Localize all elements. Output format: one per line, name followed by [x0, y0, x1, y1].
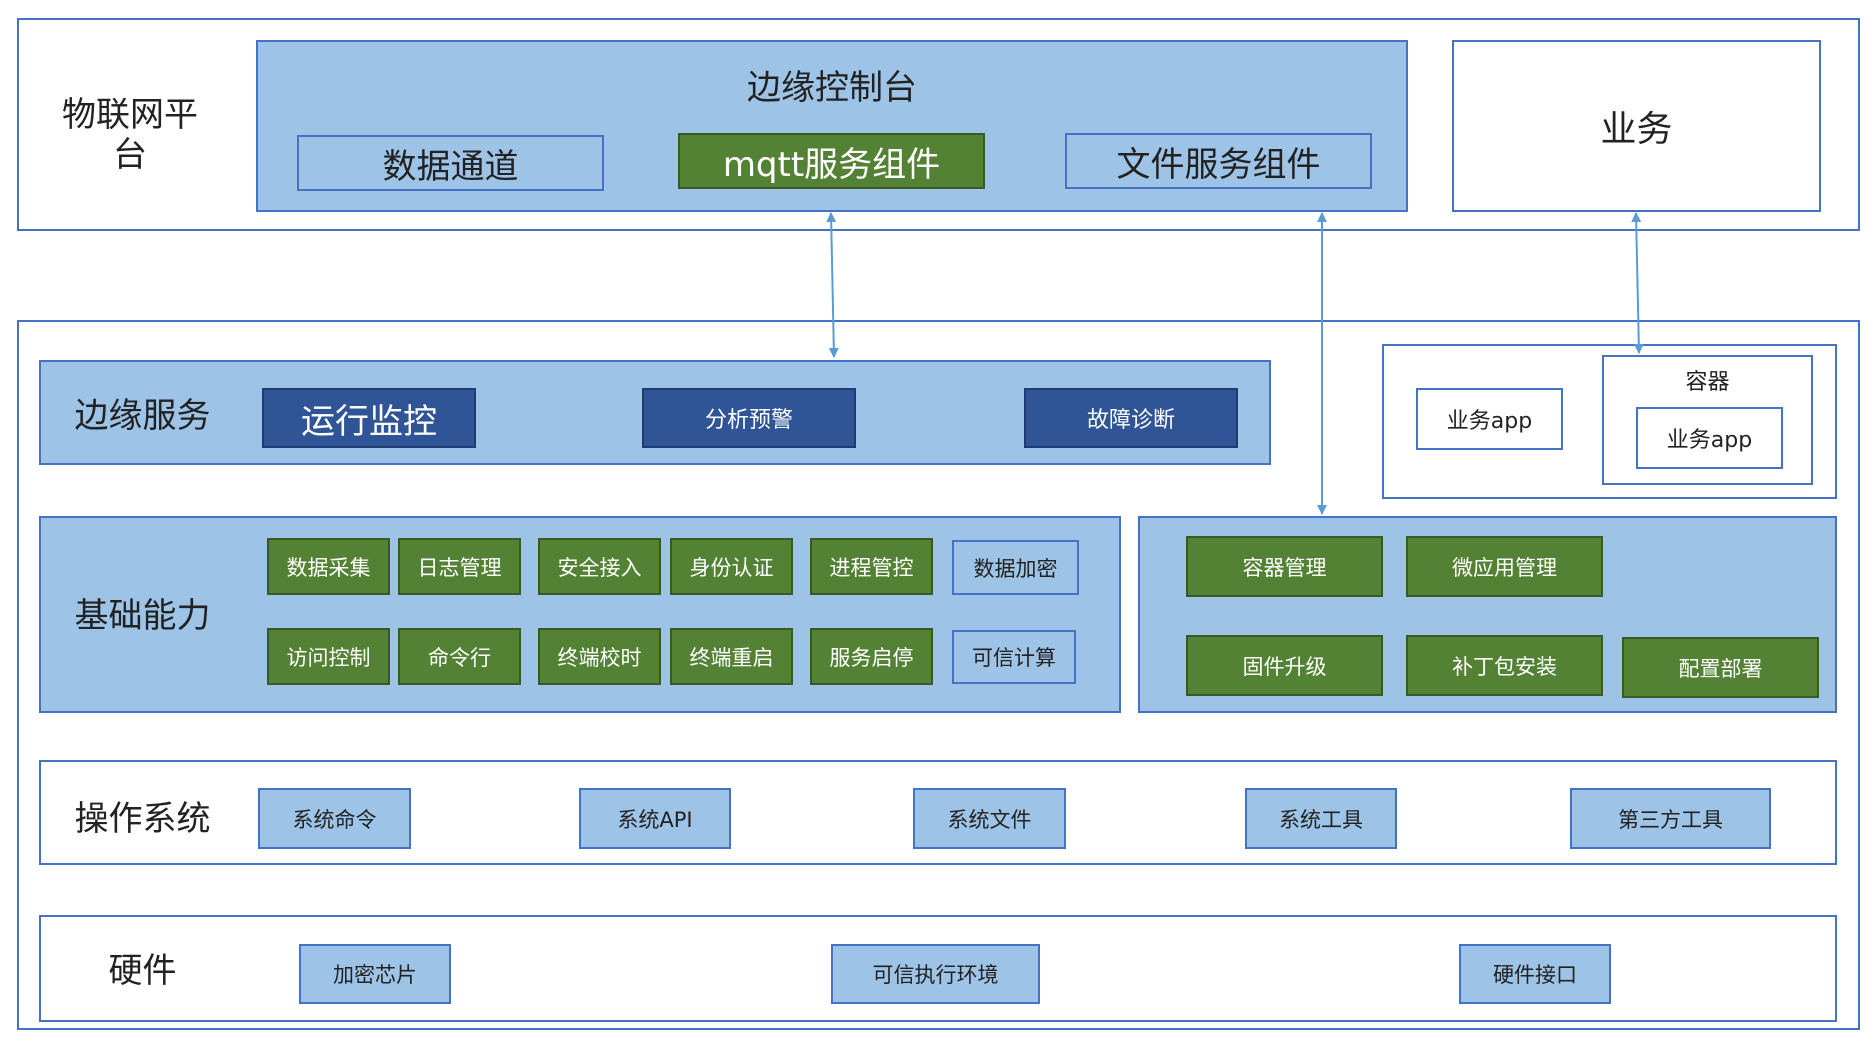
firmware-upgrade-box: 固件升级	[1186, 635, 1383, 696]
fault-diagnosis-box: 故障诊断	[1024, 388, 1238, 448]
micro-app-management-box: 微应用管理	[1406, 536, 1603, 597]
service-start-stop-box: 服务启停	[810, 628, 933, 685]
data-channel-box: 数据通道	[297, 135, 604, 191]
process-control-box: 进程管控	[810, 538, 933, 595]
time-sync-box: 终端校时	[538, 628, 661, 685]
access-control-box: 访问控制	[267, 628, 390, 685]
os-label: 操作系统	[74, 799, 211, 839]
arrow-business-container	[1631, 212, 1644, 354]
data-encryption-box: 数据加密	[952, 540, 1079, 595]
container-app-box: 业务app	[1636, 407, 1783, 469]
identity-auth-box: 身份认证	[670, 538, 793, 595]
data-collection-box: 数据采集	[267, 538, 390, 595]
log-management-box: 日志管理	[398, 538, 521, 595]
trusted-computing-box: 可信计算	[952, 630, 1076, 684]
system-api-box: 系统API	[579, 788, 731, 849]
container-management-box: 容器管理	[1186, 536, 1383, 597]
hardware-label: 硬件	[108, 951, 177, 991]
patch-install-box: 补丁包安装	[1406, 635, 1603, 696]
business-box: 业务	[1452, 40, 1821, 212]
analysis-alert-box: 分析预警	[642, 388, 856, 448]
iot-platform-label: 物联网平台	[62, 95, 198, 175]
hardware-interface-box: 硬件接口	[1459, 944, 1611, 1004]
business-app-box: 业务app	[1416, 388, 1563, 450]
mqtt-component-box: mqtt服务组件	[678, 133, 985, 189]
crypto-chip-box: 加密芯片	[299, 944, 451, 1004]
run-monitor-box: 运行监控	[262, 388, 476, 448]
tee-box: 可信执行环境	[831, 944, 1040, 1004]
third-party-tool-box: 第三方工具	[1570, 788, 1771, 849]
basic-capability-label: 基础能力	[74, 596, 211, 636]
system-file-box: 系统文件	[913, 788, 1066, 849]
container-title: 容器	[1685, 369, 1730, 395]
config-deploy-box: 配置部署	[1622, 637, 1819, 698]
command-line-box: 命令行	[398, 628, 521, 685]
system-command-box: 系统命令	[258, 788, 411, 849]
secure-access-box: 安全接入	[538, 538, 661, 595]
edge-service-label: 边缘服务	[74, 396, 211, 436]
file-service-box: 文件服务组件	[1065, 133, 1372, 189]
system-tool-box: 系统工具	[1245, 788, 1397, 849]
arrow-mqtt-edge-service	[826, 212, 839, 358]
edge-console-title: 边缘控制台	[747, 67, 917, 108]
terminal-restart-box: 终端重启	[670, 628, 793, 685]
